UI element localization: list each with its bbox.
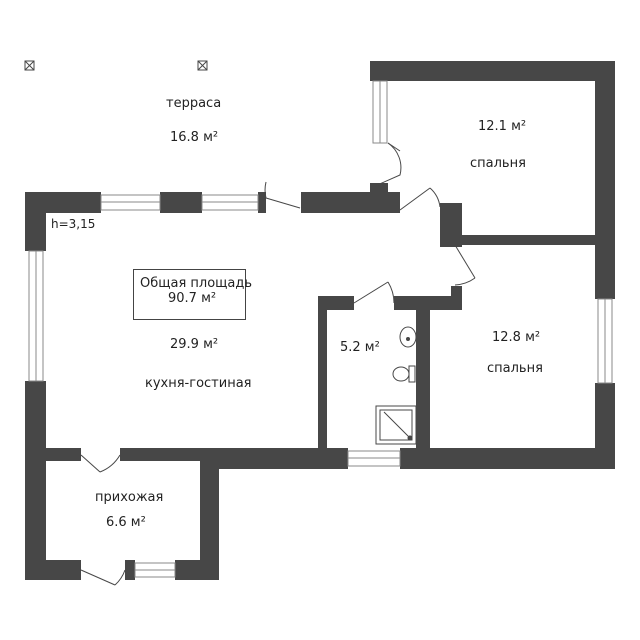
room-area-bathroom: 5.2 м² xyxy=(340,340,380,355)
room-area-bedroom-1: 12.1 м² xyxy=(478,119,527,134)
total-area-label: Общая площадь xyxy=(140,276,253,291)
room-area-terrace: 16.8 м² xyxy=(170,130,219,145)
post-marker-icon xyxy=(24,60,35,71)
post-marker-icon xyxy=(197,60,208,71)
total-area-box xyxy=(133,269,246,320)
walls xyxy=(25,61,615,580)
ceiling-height: h=3,15 xyxy=(51,217,96,231)
toilet-icon xyxy=(392,365,416,383)
door-swings xyxy=(80,142,476,586)
total-area-value: 90.7 м² xyxy=(168,291,217,306)
room-name-terrace: терраса xyxy=(166,96,222,111)
shower-icon xyxy=(375,405,417,445)
sink-icon xyxy=(399,326,417,348)
room-name-bedroom-1: спальня xyxy=(470,156,526,171)
room-area-bedroom-2: 12.8 м² xyxy=(492,330,541,345)
room-area-hallway: 6.6 м² xyxy=(106,515,146,530)
windows xyxy=(28,80,613,578)
room-area-kitchen: 29.9 м² xyxy=(170,337,219,352)
room-name-kitchen: кухня-гостиная xyxy=(145,376,252,391)
room-name-bedroom-2: спальня xyxy=(487,361,543,376)
room-name-hallway: прихожая xyxy=(95,490,164,505)
